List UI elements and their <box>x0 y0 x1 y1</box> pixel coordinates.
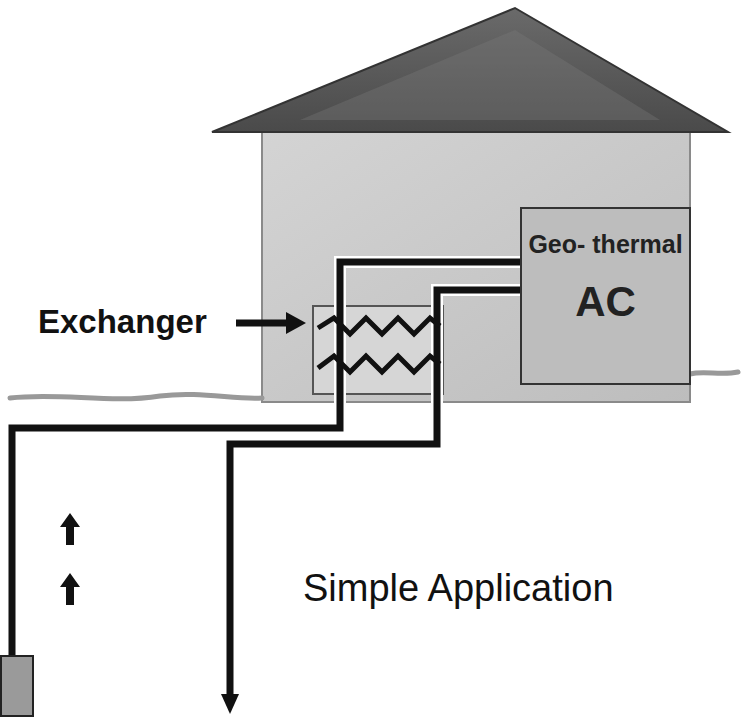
part-label: Exchanger <box>38 302 207 342</box>
caption-label: Simple Application <box>303 566 614 612</box>
exchanger-coil <box>318 356 440 372</box>
ac-unit-box: Geo- thermalAC <box>520 207 691 385</box>
ground-line <box>690 372 738 374</box>
unit-type: AC <box>575 277 636 327</box>
exchanger-coil <box>318 318 440 334</box>
flow-arrow <box>221 694 239 714</box>
unit-name: Geo- thermal <box>528 227 682 261</box>
roof-shade <box>300 30 660 120</box>
well-pump <box>1 656 33 716</box>
ground-line <box>10 394 262 398</box>
house-roof <box>212 8 728 132</box>
pointer-arrow <box>236 320 290 327</box>
pipes <box>12 262 520 694</box>
exchanger-box <box>313 306 443 394</box>
pointer-arrow <box>286 312 306 334</box>
flow-arrow <box>60 513 80 605</box>
